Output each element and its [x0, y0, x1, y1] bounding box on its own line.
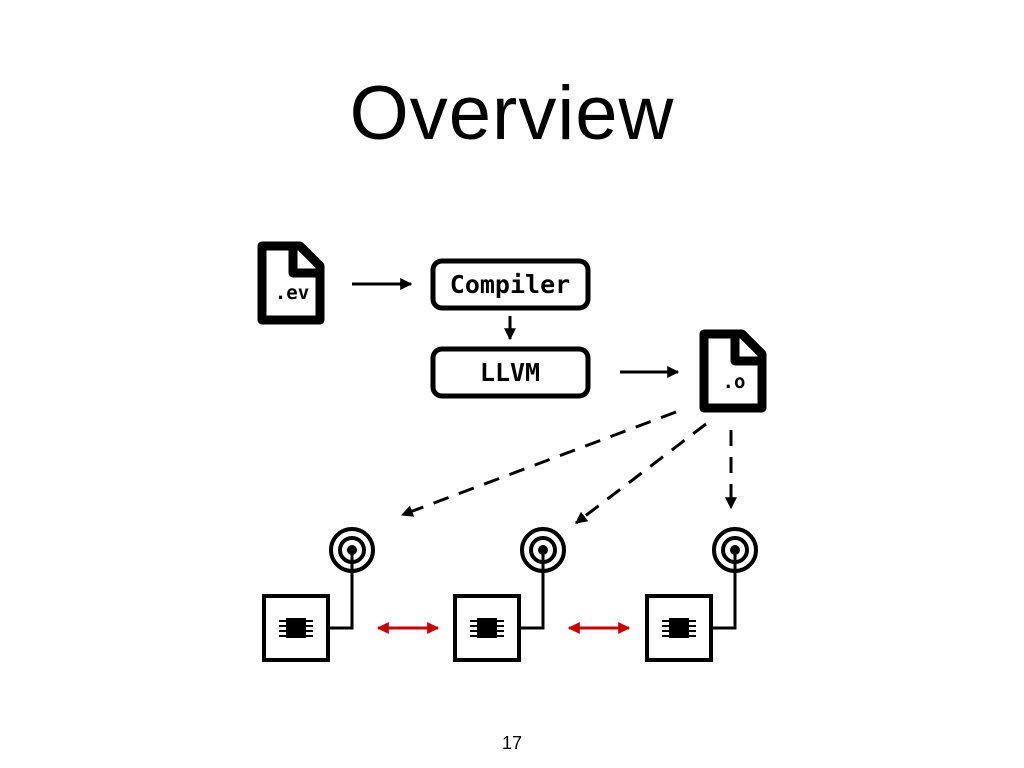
- microchip-icon: [279, 618, 313, 638]
- source-file-document-icon: .ev: [257, 241, 325, 325]
- object-file-document-icon: .o: [699, 329, 767, 413]
- dashed-arrow-to-device-2: [575, 422, 707, 525]
- device-3: [645, 527, 758, 662]
- object-file-label: .o: [723, 371, 746, 393]
- source-file-label: .ev: [275, 282, 309, 304]
- compiler-box: Compiler: [430, 258, 591, 311]
- device-1: [262, 527, 375, 662]
- dashed-arrow-to-device-1: [400, 410, 677, 517]
- slide-title: Overview: [349, 71, 675, 156]
- device-2: [453, 527, 566, 662]
- microchip-icon: [470, 618, 504, 638]
- llvm-box: LLVM: [430, 346, 591, 399]
- microchip-icon: [662, 618, 696, 638]
- page-number: 17: [501, 733, 523, 753]
- compiler-label: Compiler: [450, 270, 570, 299]
- llvm-label: LLVM: [480, 358, 540, 387]
